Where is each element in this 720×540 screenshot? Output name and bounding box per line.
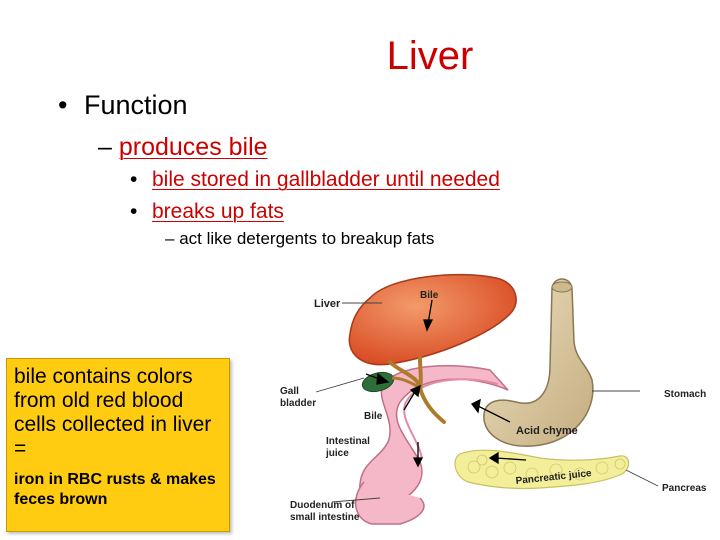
intestine-tail — [354, 481, 425, 525]
duodenum-inner-fold — [403, 378, 499, 459]
bullet-function: • Function — [58, 90, 188, 121]
sub-sub-detergents: – act like detergents to breakup fats — [165, 229, 435, 248]
label-intestinal: Intestinal — [326, 436, 370, 447]
callout-text: bile contains colors from old red blood … — [14, 365, 212, 460]
sub-sub-detergents-text: act like detergents to breakup fats — [179, 229, 435, 248]
leader-lines — [315, 302, 659, 503]
bullet-dot: • — [130, 168, 138, 191]
label-bile-mid: Bile — [364, 411, 383, 422]
dash-produces-bile: – produces bile — [98, 133, 268, 161]
stomach-top-opening — [551, 281, 573, 293]
label-bile-top: Bile — [420, 290, 439, 301]
label-bladder: bladder — [280, 398, 316, 409]
sub-item-breaks-fats-text: breaks up fats — [152, 200, 284, 223]
bullet-dot: • — [130, 200, 138, 223]
label-pancreas: Pancreas — [662, 483, 707, 494]
callout-box: bile contains colors from old red blood … — [6, 358, 230, 532]
label-stomach: Stomach — [664, 389, 706, 400]
label-juice: juice — [325, 448, 349, 459]
sub-item-bile-stored-text: bile stored in gallbladder until needed — [152, 168, 500, 191]
label-small-intestine: small intestine — [290, 512, 360, 523]
bullet-dot: • — [58, 90, 68, 120]
stomach-shape — [483, 278, 594, 447]
callout-note: iron in RBC rusts & makes feces brown — [14, 471, 216, 508]
dash-produces-bile-text: produces bile — [118, 133, 268, 161]
bullet-function-text: Function — [84, 90, 188, 120]
label-duodenum: Duodenum of — [290, 500, 355, 511]
digestive-anatomy-diagram: Liver Bile Gall bladder Bile Intestinal … — [280, 273, 707, 525]
sub-item-breaks-fats: • breaks up fats — [130, 200, 284, 224]
pancreas-lobules — [467, 454, 626, 481]
label-acid-chyme: Acid chyme — [516, 425, 578, 437]
label-liver: Liver — [314, 298, 341, 310]
label-gall: Gall — [280, 386, 299, 397]
sub-item-bile-stored: • bile stored in gallbladder until needed — [130, 168, 500, 192]
flow-arrows — [365, 299, 527, 468]
slide-title: Liver — [386, 34, 474, 78]
